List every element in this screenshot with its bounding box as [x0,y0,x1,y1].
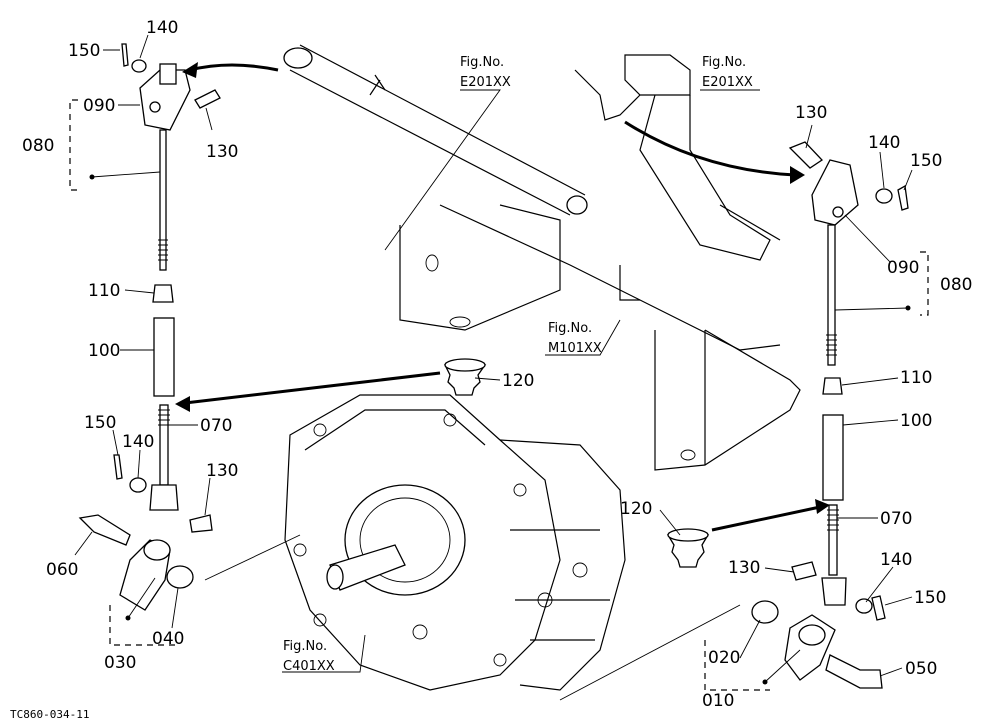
diagram-id: TC860-034-11 [10,708,89,721]
fig-ref-c401: Fig.No. C401XX [283,639,335,674]
callout-070-left: 070 [200,416,232,436]
fig-ref-e201-right: Fig.No. E201XX [702,55,753,90]
fig-ref-m101: Fig.No. M101XX [548,321,602,356]
callout-150-left-top: 150 [68,41,100,61]
leader-lines [74,34,913,683]
group-dot [905,305,911,311]
callout-120-left: 120 [502,371,534,391]
clutch-pedal [574,54,781,261]
left-rod-assembly [69,43,221,646]
callout-010: 010 [702,691,734,711]
group-dot [762,679,768,685]
callout-090-left: 090 [83,96,115,116]
svg-text:E201XX: E201XX [702,75,753,90]
callout-080-right: 080 [940,275,972,295]
callout-130-right-bottom: 130 [728,558,760,578]
mount-bracket [399,204,801,471]
connector-lines [204,89,760,701]
fig-ref-e201-left: Fig.No. E201XX [460,55,511,90]
callout-100-right: 100 [900,411,932,431]
svg-text:E201XX: E201XX [460,75,511,90]
right-rod-assembly [704,141,929,691]
callout-030: 030 [104,653,136,673]
cross-shaft [283,44,588,216]
svg-text:Fig.No.: Fig.No. [460,55,504,70]
callout-100-left: 100 [88,341,120,361]
callout-140-right-bottom: 140 [880,550,912,570]
callout-150-right-bottom: 150 [914,588,946,608]
callout-140-left-bottom: 140 [122,432,154,452]
callout-130-left-top: 130 [206,142,238,162]
callout-130-left-bottom: 130 [206,461,238,481]
callout-140-right-top: 140 [868,133,900,153]
callout-110-left: 110 [88,281,120,301]
svg-text:Fig.No.: Fig.No. [702,55,746,70]
svg-text:C401XX: C401XX [283,659,335,674]
svg-text:Fig.No.: Fig.No. [283,639,327,654]
callout-150-right-top: 150 [910,151,942,171]
callout-090-right: 090 [887,258,919,278]
callout-150-left-bottom: 150 [84,413,116,433]
svg-text:Fig.No.: Fig.No. [548,321,592,336]
group-dot [125,615,131,621]
callout-070-right: 070 [880,509,912,529]
group-dot [89,174,95,180]
callout-080-left: 080 [22,136,54,156]
callout-120-right: 120 [620,499,652,519]
damper-left [443,358,487,396]
motion-arrows [175,62,830,532]
svg-text:M101XX: M101XX [548,341,602,356]
callout-140-left-top: 140 [146,18,178,38]
callout-130-right-top: 130 [795,103,827,123]
callout-060: 060 [46,560,78,580]
transmission-housing [284,394,626,691]
callout-050: 050 [905,659,937,679]
callout-110-right: 110 [900,368,932,388]
callout-040: 040 [152,629,184,649]
callout-020: 020 [708,648,740,668]
damper-right [666,528,710,568]
